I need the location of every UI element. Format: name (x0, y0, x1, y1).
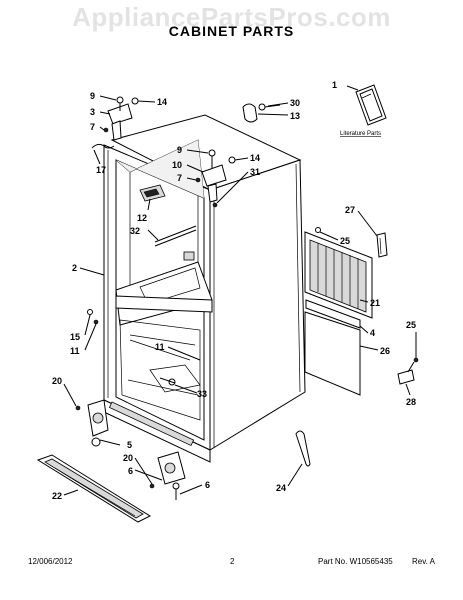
callout-26: 26 (380, 346, 390, 356)
footer-part-number: Part No. W10565435 (318, 557, 393, 566)
callout-14-right: 14 (250, 153, 260, 163)
toe-grille (305, 299, 361, 329)
footer-page: 2 (230, 557, 235, 566)
access-panel (304, 311, 361, 396)
leader-lines (63, 95, 417, 496)
callout-25-lower: 25 (406, 320, 416, 330)
callout-2: 2 (72, 263, 77, 273)
callout-30: 30 (290, 98, 300, 108)
callout-31: 31 (250, 167, 260, 177)
callout-14-left: 14 (157, 97, 167, 107)
callout-32: 32 (130, 226, 140, 236)
literature-parts-booklet (346, 84, 387, 126)
clip (376, 232, 388, 258)
callout-11-left: 11 (70, 346, 80, 356)
callout-12: 12 (137, 213, 147, 223)
callout-4: 4 (370, 328, 375, 338)
wrench-tool (295, 430, 311, 467)
top-hinge-left (91, 96, 139, 149)
literature-label: Literature Parts (340, 131, 381, 137)
callout-10: 10 (172, 160, 182, 170)
callout-22: 22 (52, 491, 62, 501)
shelf-track (154, 225, 197, 261)
callout-25-upper: 25 (340, 236, 350, 246)
lower-hinge-left (75, 309, 109, 447)
callout-9-left: 9 (90, 91, 95, 101)
footer-date: 12/006/2012 (28, 557, 73, 566)
callout-7-left: 7 (90, 122, 95, 132)
leveler-right (397, 357, 419, 385)
hinge-cover (242, 103, 281, 123)
callout-28: 28 (406, 397, 416, 407)
callout-9-right: 9 (177, 145, 182, 155)
callout-17: 17 (96, 165, 106, 175)
callout-1: 1 (332, 80, 337, 90)
footer-revision: Rev. A (412, 557, 435, 566)
page-title: CABINET PARTS (168, 23, 295, 39)
callout-6-right: 6 (205, 480, 210, 490)
callout-20-left: 20 (52, 376, 62, 386)
callout-15: 15 (70, 332, 80, 342)
callout-33: 33 (197, 389, 207, 399)
callout-20-bottom: 20 (123, 453, 133, 463)
refrigerator-cabinet (103, 114, 306, 463)
watermark: AppliancePartsPros.com (72, 2, 391, 32)
callout-6-left: 6 (128, 466, 133, 476)
top-hinge-right (195, 149, 236, 208)
freezer-rail (159, 377, 176, 386)
callout-7-right: 7 (177, 173, 182, 183)
lower-hinge-right (149, 451, 186, 500)
callout-3: 3 (90, 107, 95, 117)
callout-27: 27 (345, 205, 355, 215)
callout-21: 21 (370, 298, 380, 308)
callout-13: 13 (290, 111, 300, 121)
base-grille (36, 454, 152, 523)
callout-5: 5 (127, 440, 132, 450)
light-housing (139, 184, 166, 202)
callout-24: 24 (276, 483, 286, 493)
callout-11-right: 11 (155, 342, 165, 352)
condenser-grille (304, 227, 373, 319)
